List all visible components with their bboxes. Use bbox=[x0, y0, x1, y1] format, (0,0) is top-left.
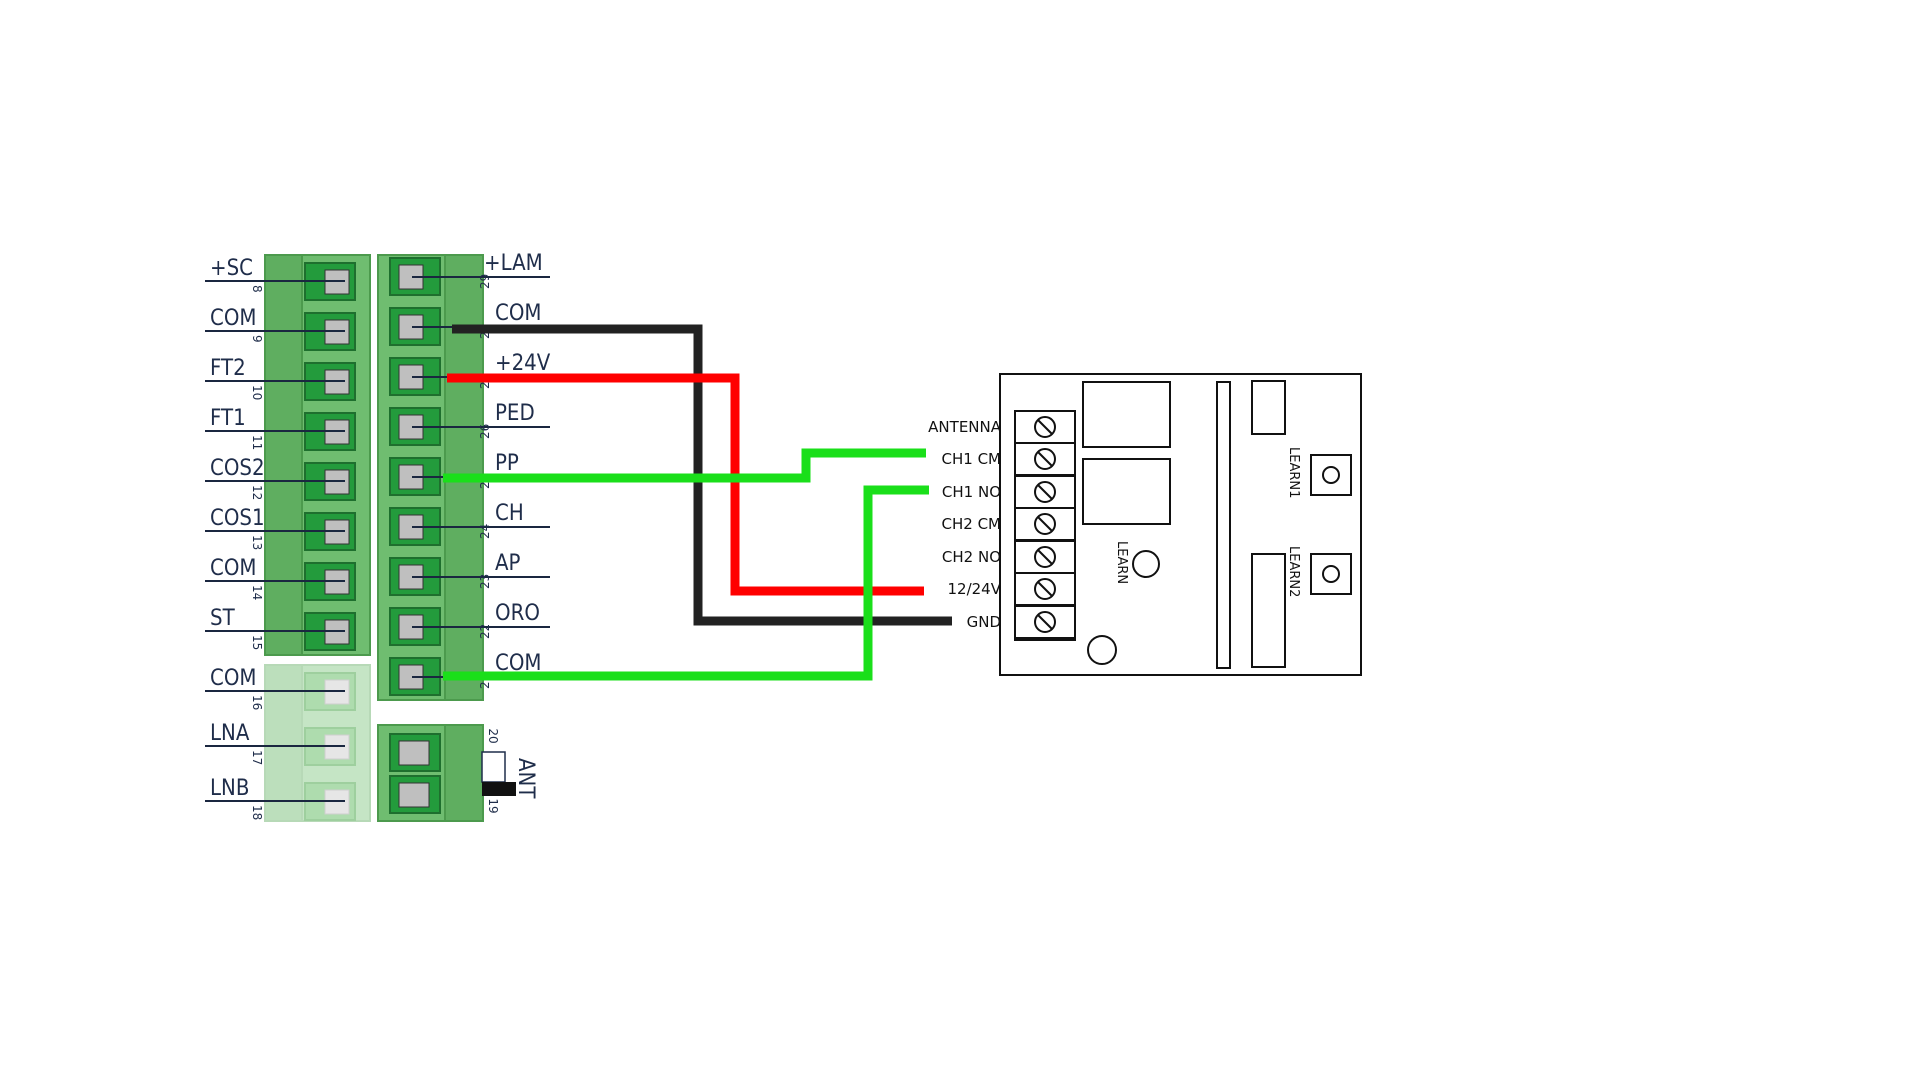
terminal-num: 13 bbox=[250, 535, 264, 550]
wire-green-pp-ch1cm bbox=[443, 448, 926, 483]
terminal-label: CH bbox=[495, 501, 524, 526]
left-terminal: COM 16 bbox=[205, 666, 356, 711]
terminal-num: 26 bbox=[478, 424, 492, 439]
terminal-num: 8 bbox=[250, 285, 264, 293]
left-terminal-labels: +SC8COM9FT210FT111COS212COS113COM14ST15C… bbox=[205, 256, 356, 821]
wire-green-com-ch1no bbox=[443, 485, 929, 681]
terminal-num: 12 bbox=[250, 485, 264, 500]
left-terminal: COS1 13 bbox=[205, 506, 356, 551]
terminal-label: +SC bbox=[210, 256, 253, 281]
receiver-terminal: 12/24V bbox=[948, 572, 1076, 606]
left-terminal: ST 15 bbox=[205, 606, 356, 651]
receiver-terminal: CH2 NO bbox=[942, 540, 1076, 574]
left-terminal: COM 9 bbox=[205, 306, 356, 351]
receiver-terminal: CH1 NO bbox=[942, 475, 1076, 509]
receiver-terminal-label: GND bbox=[967, 613, 1001, 631]
terminal-label: LNA bbox=[210, 721, 250, 746]
wire-red-24v-12-24v bbox=[447, 373, 924, 596]
terminal-label: ORO bbox=[495, 601, 540, 626]
left-terminal: COS2 12 bbox=[205, 456, 356, 501]
terminal-label: FT2 bbox=[210, 356, 246, 381]
terminal-num: 15 bbox=[250, 635, 264, 650]
wires bbox=[443, 324, 952, 681]
terminal-label: ST bbox=[210, 606, 236, 631]
receiver-terminal: GND bbox=[967, 605, 1076, 639]
terminal-num: 10 bbox=[250, 385, 264, 400]
terminal-num: 24 bbox=[478, 524, 492, 539]
receiver-terminal: CH2 CM bbox=[942, 507, 1076, 541]
terminal-num: 16 bbox=[250, 695, 264, 710]
right-terminal-labels: +LAM29COM28+24V27PED26PP25CH24AP23ORO22C… bbox=[389, 251, 551, 696]
terminal-label: FT1 bbox=[210, 406, 246, 431]
receiver-terminals: ANTENNA CH1 CM CH1 NO CH2 CM CH2 NO 12/24V GND bbox=[928, 410, 1076, 639]
terminal-label: COS1 bbox=[210, 506, 265, 531]
component-block bbox=[1251, 380, 1286, 435]
receiver-terminal: ANTENNA bbox=[928, 410, 1076, 444]
ant-label: ANT bbox=[513, 758, 538, 799]
terminal-label: PP bbox=[495, 451, 519, 476]
terminal-label: +24V bbox=[495, 351, 551, 376]
receiver-board: ANTENNA CH1 CM CH1 NO CH2 CM CH2 NO 12/24V GND… bbox=[928, 373, 1362, 676]
learn2-button-icon bbox=[1322, 565, 1340, 583]
terminal-num: 17 bbox=[250, 750, 264, 765]
terminal-label: +LAM bbox=[484, 251, 543, 276]
terminal-label: COM bbox=[210, 666, 256, 691]
receiver-terminal-label: ANTENNA bbox=[928, 418, 1002, 436]
terminal-num-19: 19 bbox=[486, 798, 500, 813]
relay-2 bbox=[1082, 458, 1171, 525]
antenna-strip bbox=[1216, 381, 1231, 669]
learn1-button-icon bbox=[1322, 466, 1340, 484]
left-terminal: FT2 10 bbox=[205, 356, 356, 401]
receiver-terminal-label: 12/24V bbox=[948, 580, 1002, 598]
learn1-button[interactable] bbox=[1310, 454, 1352, 496]
terminal-label: COS2 bbox=[210, 456, 265, 481]
left-terminal: FT1 11 bbox=[205, 406, 356, 451]
receiver-terminal-label: CH1 NO bbox=[942, 483, 1001, 501]
terminal-num: 14 bbox=[250, 585, 264, 600]
antenna-terminals: 20 19 ANT bbox=[389, 728, 538, 814]
terminal-label: COM bbox=[495, 301, 541, 326]
receiver-terminal-label: CH2 CM bbox=[942, 515, 1001, 533]
left-terminal: +SC 8 bbox=[205, 256, 356, 301]
component-block-2 bbox=[1251, 553, 1286, 668]
learn1-label: LEARN1 bbox=[1286, 447, 1301, 498]
receiver-terminal-label: CH1 CM bbox=[942, 450, 1001, 468]
learn-led bbox=[1132, 550, 1160, 578]
terminal-label: COM bbox=[210, 306, 256, 331]
learn2-label: LEARN2 bbox=[1286, 546, 1301, 597]
terminal-label: AP bbox=[495, 551, 521, 576]
receiver-terminal-label: CH2 NO bbox=[942, 548, 1001, 566]
terminal-num: 11 bbox=[250, 435, 264, 450]
terminal-num: 29 bbox=[478, 274, 492, 289]
terminal-label: LNB bbox=[210, 776, 249, 801]
terminal-label: COM bbox=[210, 556, 256, 581]
terminal-num: 22 bbox=[478, 624, 492, 639]
learn-label: LEARN bbox=[1114, 541, 1129, 584]
terminal-num: 9 bbox=[250, 335, 264, 343]
left-terminal: COM 14 bbox=[205, 556, 356, 601]
terminal-label: PED bbox=[495, 401, 535, 426]
mount-hole bbox=[1087, 635, 1117, 665]
terminal-num-20: 20 bbox=[486, 728, 500, 743]
terminal-num: 18 bbox=[250, 805, 264, 820]
terminal-num: 23 bbox=[478, 574, 492, 589]
relay-1 bbox=[1082, 381, 1171, 448]
